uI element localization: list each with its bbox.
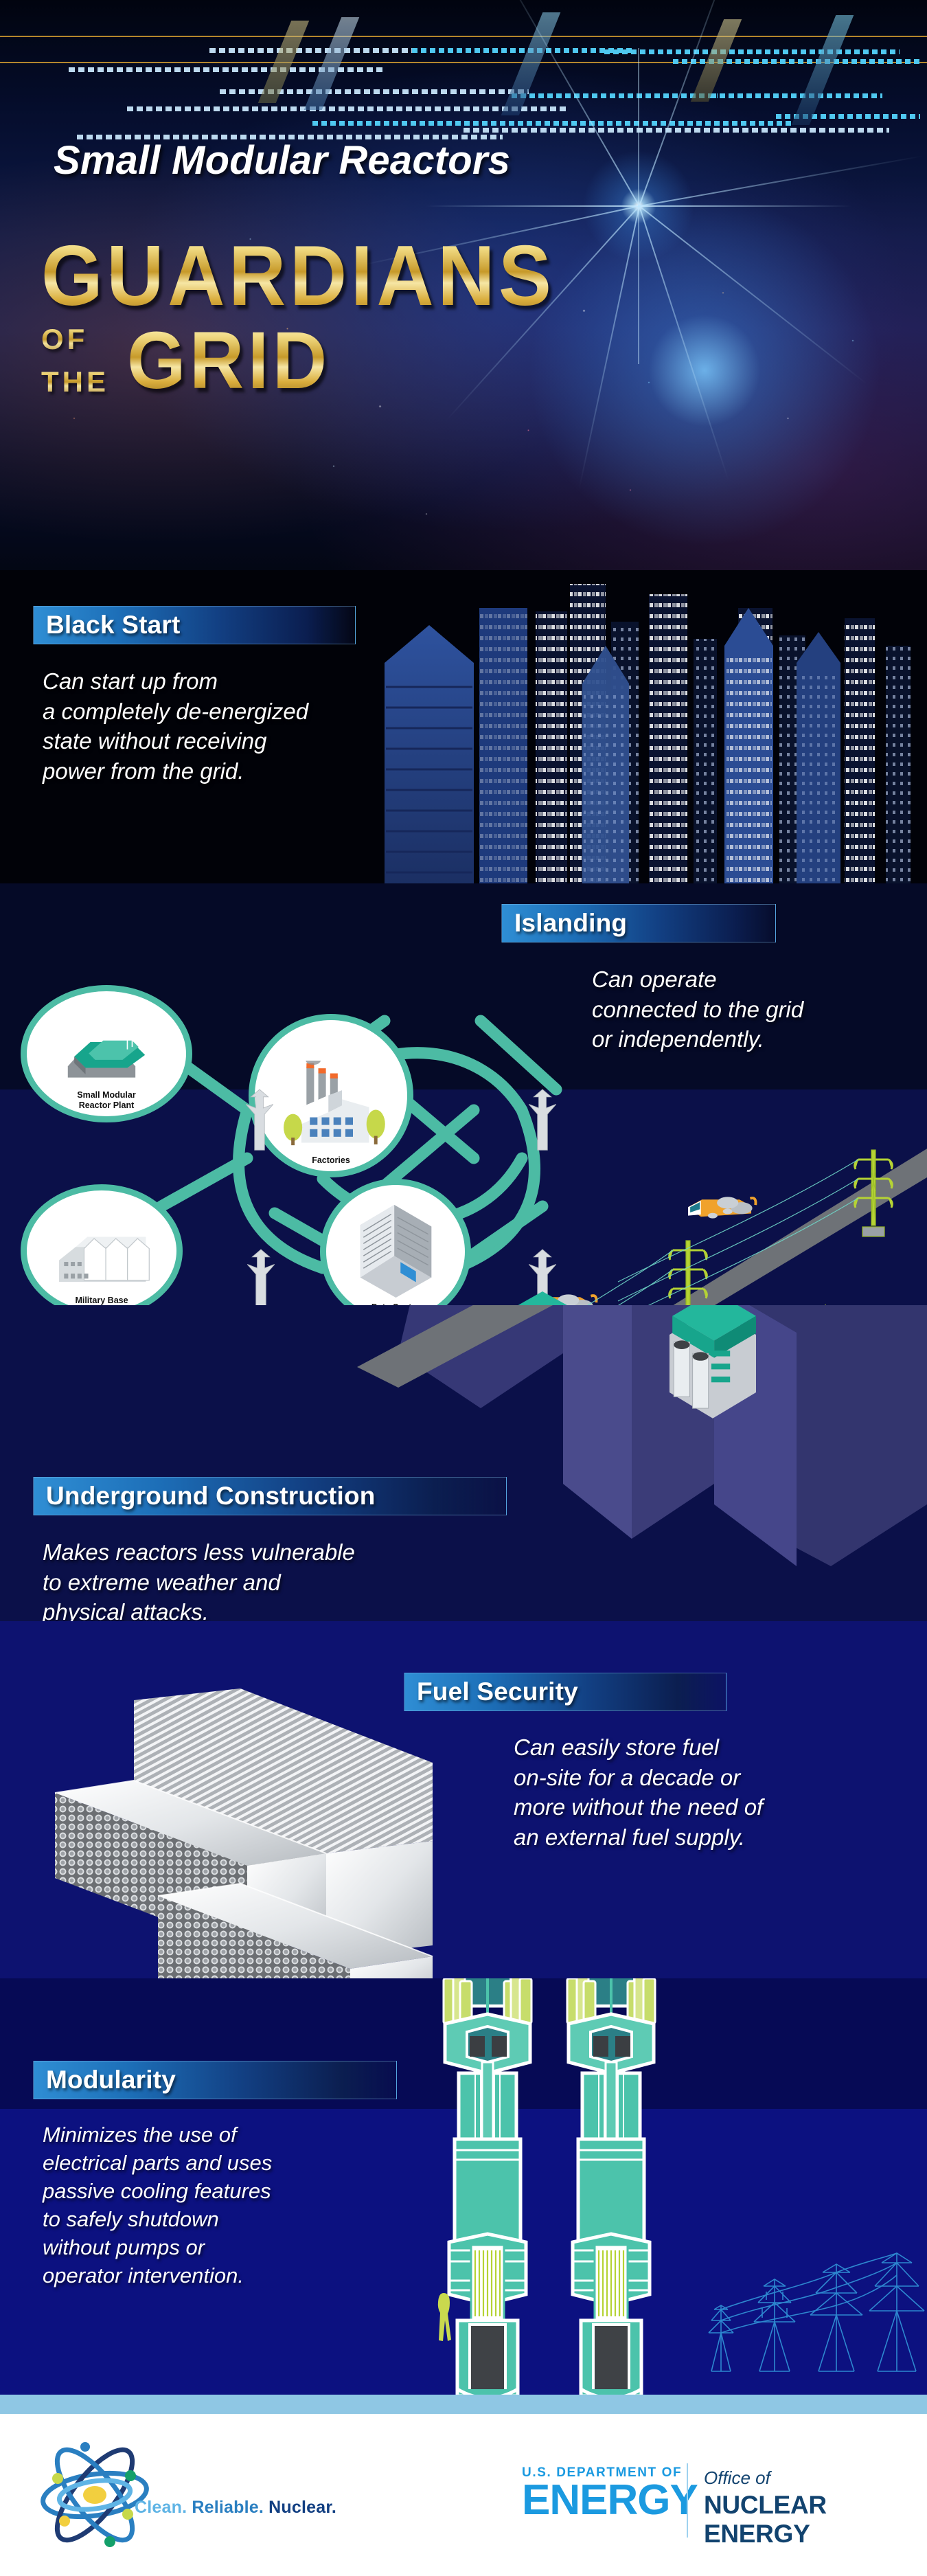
body-modularity: Minimizes the use of electrical parts an… <box>43 2121 455 2290</box>
data-center-icon <box>360 1204 431 1298</box>
grid-substation-silhouette <box>708 2252 925 2372</box>
body-line: an external fuel supply. <box>514 1824 745 1850</box>
tagline-word-nuclear: Nuclear. <box>268 2498 337 2517</box>
banner-fuel-security: Fuel Security <box>404 1673 726 1711</box>
doe-eyebrow: U.S. DEPARTMENT OF <box>522 2465 683 2480</box>
clean-reliable-nuclear-atom-logo <box>41 2442 149 2547</box>
smr-plant-icon <box>67 1035 146 1078</box>
human-scale-figure-icon <box>437 2293 451 2341</box>
heading-fuel-security: Fuel Security <box>417 1677 578 1706</box>
city-skyline-illustration <box>385 584 911 886</box>
tagline-word-reliable: Reliable. <box>192 2498 264 2517</box>
body-line: physical attacks. <box>43 1599 209 1625</box>
wordmark-of: OF <box>41 323 89 355</box>
body-line: power from the grid. <box>43 758 244 784</box>
wordmark-grid: GRID <box>127 315 331 407</box>
body-line: connected to the grid <box>592 996 804 1022</box>
heading-islanding: Islanding <box>514 909 628 937</box>
body-line: to extreme weather and <box>43 1569 281 1595</box>
section-modularity: Modularity Minimizes the use of electric… <box>0 1978 927 2404</box>
starfield-texture <box>0 0 927 598</box>
underground-excavation-illustration <box>357 1305 927 1566</box>
body-line: Can easily store fuel <box>514 1735 719 1760</box>
body-line: Can operate <box>592 967 717 992</box>
tagline-clean-reliable-nuclear: Clean. Reliable. Nuclear. <box>135 2498 336 2518</box>
wordmark-guardians: GUARDIANS <box>41 234 827 319</box>
doe-divider <box>687 2463 688 2538</box>
node-label: Factories <box>312 1155 350 1165</box>
body-islanding: Can operate connected to the grid or ind… <box>592 964 915 1054</box>
body-black-start: Can start up from a completely de-energi… <box>43 666 427 786</box>
smr-reactor-vessels-illustration <box>426 1978 714 2404</box>
office-of-label: Office of <box>704 2467 770 2488</box>
footer-divider-rule <box>0 2395 927 2414</box>
office-of-nuclear-energy-label: NUCLEAR ENERGY <box>704 2491 827 2548</box>
body-line: a completely de-energized <box>43 698 309 724</box>
node-factories[interactable]: Factories <box>249 1014 413 1177</box>
wordmark-the: THE <box>41 365 109 398</box>
hero-section: Small Modular Reactors GUARDIANS OF THE … <box>0 0 927 598</box>
tagline-word-clean: Clean. <box>135 2498 187 2517</box>
heading-black-start: Black Start <box>46 611 181 639</box>
body-line: Can start up from <box>43 668 218 694</box>
body-line: state without receiving <box>43 728 267 754</box>
hero-eyebrow-title: Small Modular Reactors <box>54 138 511 183</box>
body-line: more without the need of <box>514 1794 764 1820</box>
node-label: Small Modular Reactor Plant <box>77 1090 136 1110</box>
body-line: to safely shutdown <box>43 2206 219 2231</box>
body-line: Makes reactors less vulnerable <box>43 1539 355 1565</box>
factories-icon <box>284 1060 385 1145</box>
banner-underground-construction: Underground Construction <box>33 1477 507 1515</box>
doe-wordmark: U.S. DEPARTMENT OF ENERGY <box>522 2465 698 2524</box>
node-military-base[interactable]: Military Base <box>21 1184 183 1318</box>
body-line: without pumps or <box>43 2235 205 2259</box>
body-line: Minimizes the use of <box>43 2123 237 2147</box>
body-line: electrical parts and uses <box>43 2150 273 2175</box>
tech-stripes-decoration <box>0 0 927 158</box>
body-fuel-security: Can easily store fuel on-site for a deca… <box>514 1732 898 1852</box>
banner-black-start: Black Start <box>33 606 356 644</box>
node-smr-plant[interactable]: Small Modular Reactor Plant <box>21 985 192 1122</box>
section-islanding: Small Modular Reactor Plant <box>0 883 927 1364</box>
footer: Clean. Reliable. Nuclear. U.S. DEPARTMEN… <box>0 2414 927 2576</box>
body-underground-construction: Makes reactors less vulnerable to extrem… <box>43 1537 537 1627</box>
heading-underground-construction: Underground Construction <box>46 1482 376 1510</box>
section-fuel-security: Fuel Security Can easily store fuel on-s… <box>0 1621 927 2006</box>
node-label: Military Base <box>75 1295 128 1305</box>
body-line: operator intervention. <box>43 2263 244 2287</box>
body-line: passive cooling features <box>43 2178 271 2203</box>
military-base-icon <box>59 1236 150 1282</box>
section-black-start: Black Start Can start up from a complete… <box>0 570 927 886</box>
banner-islanding: Islanding <box>501 904 776 942</box>
body-line: or independently. <box>592 1026 764 1052</box>
banner-modularity: Modularity <box>33 2061 397 2099</box>
hero-wordmark: GUARDIANS OF THE GRID <box>41 234 886 407</box>
body-line: on-site for a decade or <box>514 1764 741 1790</box>
heading-modularity: Modularity <box>46 2066 176 2094</box>
section-underground-construction: Underground Construction Makes reactors … <box>0 1305 927 1649</box>
doe-energy-wordmark: ENERGY <box>522 2476 698 2524</box>
